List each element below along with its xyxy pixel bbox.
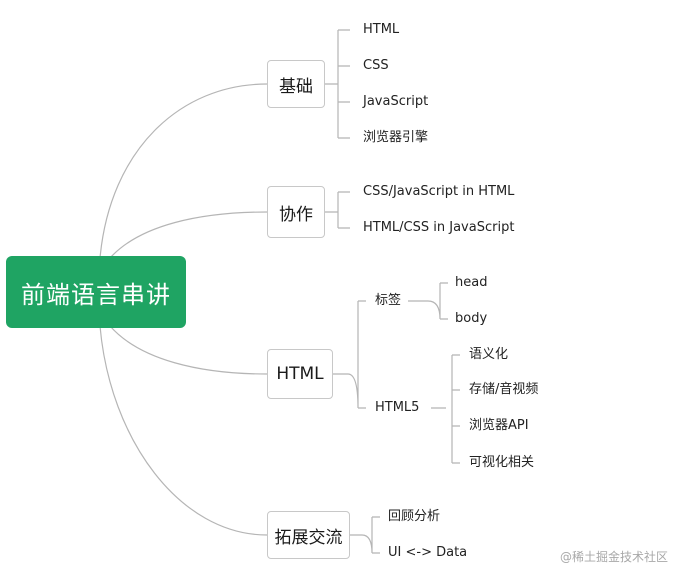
root-node-label: 前端语言串讲 bbox=[21, 280, 171, 309]
connector-root-html bbox=[109, 325, 268, 375]
subgroup-html5[interactable]: HTML5 bbox=[375, 400, 420, 415]
leaf-item[interactable]: HTML/CSS in JavaScript bbox=[363, 220, 515, 235]
leaf-item[interactable]: CSS/JavaScript in HTML bbox=[363, 184, 515, 199]
leaf-item[interactable]: head bbox=[455, 275, 488, 290]
leaf-item[interactable]: 语义化 bbox=[469, 347, 509, 362]
bracket-extend bbox=[350, 516, 380, 554]
leaf-item[interactable]: 回顾分析 bbox=[388, 509, 441, 524]
bracket-tags bbox=[408, 282, 448, 320]
bracket-collab bbox=[325, 191, 350, 229]
leaf-item[interactable]: HTML bbox=[363, 22, 400, 37]
branch-basics[interactable]: 基础 bbox=[267, 60, 325, 108]
leaf-item[interactable]: 浏览器API bbox=[469, 418, 529, 433]
connector-root-extend bbox=[99, 325, 268, 536]
watermark: @稀土掘金技术社区 bbox=[560, 550, 669, 564]
root-node[interactable]: 前端语言串讲 bbox=[6, 256, 186, 328]
leaf-item[interactable]: JavaScript bbox=[363, 94, 429, 109]
connector-root-collab bbox=[109, 211, 268, 259]
branch-extend[interactable]: 拓展交流 bbox=[267, 511, 350, 559]
bracket-html5 bbox=[431, 354, 460, 464]
bracket-html bbox=[333, 300, 366, 409]
leaf-item[interactable]: UI <-> Data bbox=[388, 545, 468, 560]
subgroup-tags[interactable]: 标签 bbox=[375, 293, 402, 308]
branch-label: 拓展交流 bbox=[274, 527, 343, 548]
leaf-item[interactable]: 存储/音视频 bbox=[469, 382, 539, 397]
connector-root-basics bbox=[99, 83, 268, 259]
branch-collab[interactable]: 协作 bbox=[267, 186, 325, 238]
leaf-item[interactable]: 可视化相关 bbox=[469, 455, 535, 470]
leaf-item[interactable]: 浏览器引擎 bbox=[363, 130, 429, 145]
leaf-item[interactable]: body bbox=[455, 311, 488, 326]
bracket-basics bbox=[325, 29, 350, 139]
leaf-item[interactable]: CSS bbox=[363, 58, 389, 73]
branch-label: 基础 bbox=[279, 76, 313, 97]
branch-html[interactable]: HTML bbox=[267, 349, 333, 399]
branch-label: HTML bbox=[276, 364, 324, 384]
branch-label: 协作 bbox=[279, 204, 313, 225]
